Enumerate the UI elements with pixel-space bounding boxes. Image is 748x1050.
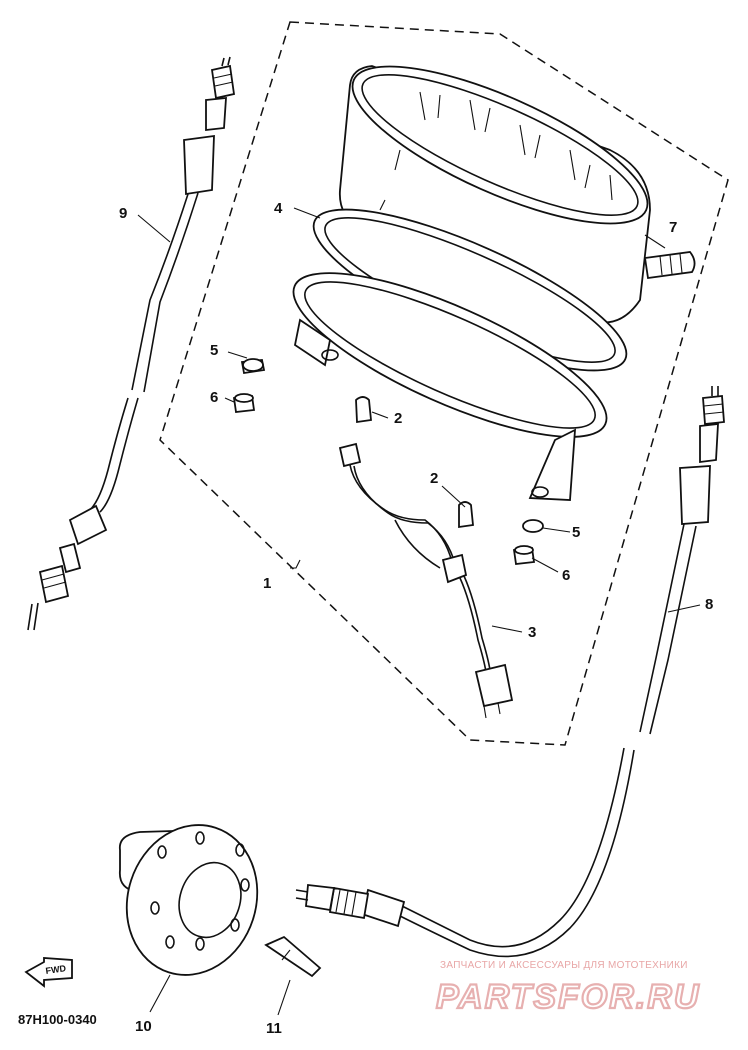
fwd-arrow-icon: FWD — [24, 957, 73, 988]
bulb-lower — [458, 501, 474, 529]
callout-3: 3 — [528, 624, 536, 641]
washer-lower — [522, 519, 544, 533]
gasket — [312, 208, 628, 372]
assembly-boundary — [159, 21, 729, 746]
diagram-code: 87H100-0340 — [18, 1012, 97, 1027]
watermark-tagline: ЗАПЧАСТИ И АКСЕССУАРЫ ДЛЯ МОТОТЕХНИКИ — [440, 960, 688, 971]
callout-6-lower: 6 — [562, 567, 570, 584]
washer-upper — [240, 358, 266, 375]
drive-pin — [264, 935, 322, 978]
reset-knob — [643, 251, 696, 280]
grommet-lower — [512, 545, 536, 565]
callout-7: 7 — [669, 219, 677, 236]
speedometer-cable — [27, 56, 236, 631]
drive-gear-plate — [118, 824, 259, 976]
callout-11: 11 — [266, 1020, 282, 1037]
watermark-brand: PARTSFOR.RU — [436, 978, 700, 1016]
callout-2-lower: 2 — [430, 470, 438, 487]
callout-1: 1 — [263, 575, 271, 592]
callout-9: 9 — [119, 205, 127, 222]
callout-5-lower: 5 — [572, 524, 580, 541]
fwd-label: FWD — [45, 963, 67, 976]
callout-6-upper: 6 — [210, 389, 218, 406]
callout-5-upper: 5 — [210, 342, 218, 359]
callout-10: 10 — [135, 1018, 152, 1035]
callout-8: 8 — [705, 596, 713, 613]
leader-lines — [137, 207, 701, 1016]
lamp-harness — [338, 442, 514, 719]
lower-bracket — [292, 272, 608, 501]
callout-2-upper: 2 — [394, 410, 402, 427]
bulb-upper — [355, 396, 372, 424]
grommet-upper — [232, 393, 256, 413]
tachometer-cable — [295, 386, 725, 958]
callout-4: 4 — [274, 200, 283, 217]
